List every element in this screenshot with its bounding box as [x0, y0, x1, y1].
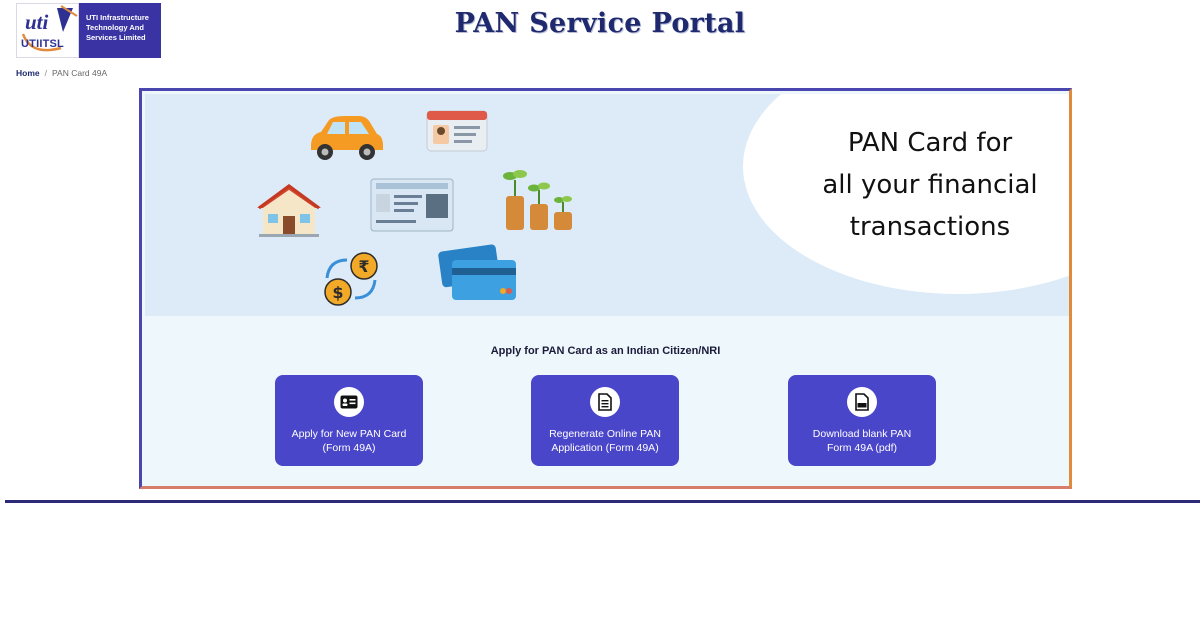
breadcrumb-separator: /	[44, 68, 47, 78]
logo-org-line: Technology And	[86, 23, 144, 33]
button-label-line: Application (Form 49A)	[551, 442, 659, 454]
button-label: Apply for New PAN Card (Form 49A)	[275, 427, 423, 455]
hero-banner: ₹ $ PAN Card for all your financial tran…	[145, 94, 1069, 316]
apply-section-heading: Apply for PAN Card as an Indian Citizen/…	[490, 345, 721, 357]
banner-headline: PAN Card for all your financial transact…	[785, 122, 1069, 248]
banner-headline-line: transactions	[849, 212, 1011, 242]
button-label-line: Form 49A (pdf)	[826, 442, 898, 454]
logo-uti-text: uti	[25, 10, 49, 34]
button-label: Regenerate Online PAN Application (Form …	[531, 427, 679, 455]
logo-org-name: UTI Infrastructure Technology And Servic…	[79, 3, 161, 58]
apply-new-pan-button[interactable]: Apply for New PAN Card (Form 49A)	[275, 375, 423, 466]
currency-exchange-icon: ₹ $	[324, 252, 378, 306]
pan-card-icon	[370, 178, 454, 232]
button-label-line: Apply for New PAN Card	[291, 428, 407, 440]
button-label: Download blank PAN Form 49A (pdf)	[788, 427, 936, 455]
breadcrumb-current: PAN Card 49A	[52, 68, 108, 78]
logo-mark: uti UTIITSL	[16, 3, 79, 58]
page-title: PAN Service Portal	[454, 8, 746, 39]
svg-text:$: $	[332, 283, 343, 302]
logo-swoosh-icon	[21, 5, 78, 52]
house-icon	[257, 184, 321, 237]
svg-text:₹: ₹	[358, 257, 369, 276]
breadcrumb-home-link[interactable]: Home	[16, 68, 40, 78]
id-card-icon	[426, 110, 488, 152]
download-blank-form-button[interactable]: Download blank PAN Form 49A (pdf)	[788, 375, 936, 466]
logo-org-line: Services Limited	[86, 33, 146, 43]
coin-plant-icon	[503, 170, 572, 230]
button-label-line: Regenerate Online PAN	[549, 428, 661, 440]
car-icon	[311, 116, 383, 160]
id-card-icon	[334, 387, 364, 417]
button-label-line: Download blank PAN	[812, 428, 912, 440]
logo-org-line: UTI Infrastructure	[86, 13, 149, 22]
regenerate-online-pan-button[interactable]: Regenerate Online PAN Application (Form …	[531, 375, 679, 466]
main-panel: ₹ $ PAN Card for all your financial tran…	[139, 88, 1072, 489]
banner-headline-line: PAN Card for	[847, 128, 1013, 158]
breadcrumb: Home / PAN Card 49A	[16, 68, 107, 78]
credit-cards-icon	[438, 244, 516, 300]
document-icon	[590, 387, 620, 417]
utiitsl-logo[interactable]: uti UTIITSL UTI Infrastructure Technolog…	[16, 3, 161, 58]
logo-utiitsl-text: UTIITSL	[21, 38, 64, 50]
button-label-line: (Form 49A)	[322, 442, 376, 454]
pdf-icon	[847, 387, 877, 417]
banner-headline-line: all your financial	[822, 170, 1038, 200]
footer-divider	[5, 500, 1200, 503]
